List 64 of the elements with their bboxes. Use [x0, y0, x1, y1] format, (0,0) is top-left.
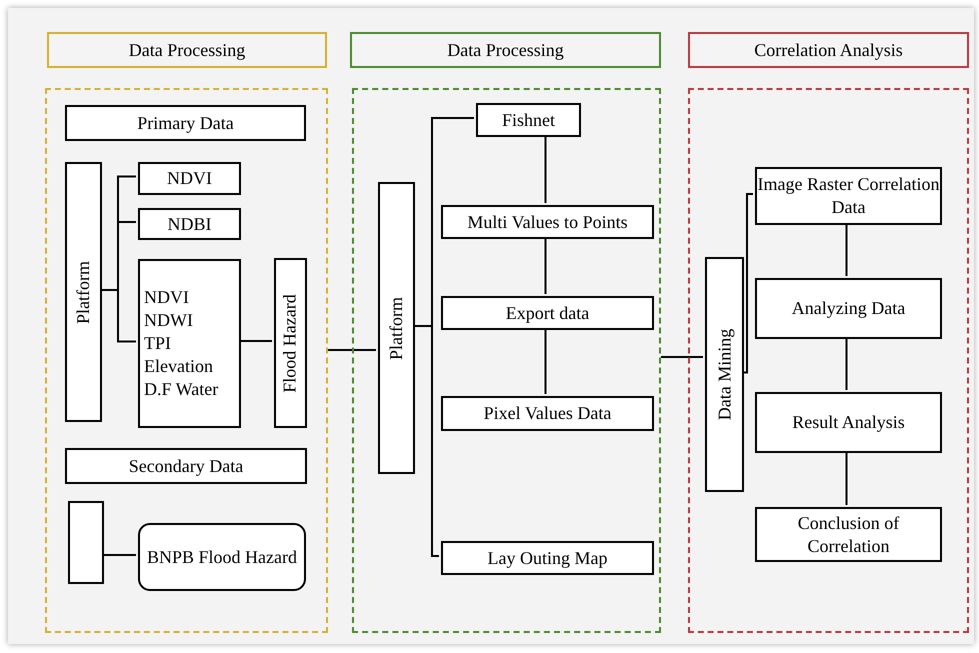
list-item: NDVI	[144, 286, 189, 309]
list-item: TPI	[144, 332, 171, 355]
dashed-panel	[688, 88, 969, 633]
process-box	[755, 392, 942, 453]
connector-line	[544, 237, 546, 294]
box-label: Analyzing Data	[792, 297, 906, 320]
process-box	[138, 208, 241, 240]
rounded-box	[138, 523, 306, 591]
process-box	[755, 167, 942, 225]
vertical-box	[378, 182, 415, 474]
process-box	[65, 105, 306, 141]
process-box	[755, 507, 942, 562]
box-label: Lay Outing Map	[488, 546, 608, 570]
section-header	[688, 32, 969, 68]
connector-line	[100, 289, 136, 342]
vertical-label: Platform	[72, 260, 94, 324]
process-box	[441, 296, 654, 330]
list-item: D.F Water	[144, 378, 218, 401]
box-label: BNPB Flood Hazard	[147, 546, 297, 568]
box-label: Data Processing	[128, 38, 246, 62]
box-label: Multi Values to Points	[467, 210, 628, 234]
box-label: Primary Data	[137, 112, 234, 134]
box-label: Result Analysis	[792, 411, 905, 434]
connector-line	[661, 356, 703, 358]
process-box	[441, 205, 654, 239]
dashed-panel	[352, 88, 661, 633]
process-box	[755, 278, 942, 339]
list-item: Elevation	[144, 355, 213, 378]
vertical-label: Flood Hazard	[279, 294, 301, 392]
list-item: NDWI	[144, 309, 193, 332]
box-label: NDVI	[167, 167, 212, 190]
process-box	[138, 162, 241, 195]
vertical-label: Data Mining	[713, 328, 736, 420]
connector-line	[846, 223, 848, 276]
box-label: NDBI	[168, 212, 212, 236]
process-box	[441, 396, 654, 431]
section-header	[47, 32, 327, 68]
process-box	[65, 448, 307, 484]
connector-line	[846, 337, 848, 390]
dashed-panel	[45, 88, 328, 633]
list-box	[138, 259, 241, 428]
vertical-box	[65, 162, 102, 422]
process-box	[476, 103, 581, 137]
box-label: Secondary Data	[128, 454, 244, 478]
connector-line	[544, 328, 546, 394]
box-label: Image Raster Correlation Data	[757, 173, 940, 219]
connector-line	[328, 349, 376, 351]
vertical-label: Platform	[385, 296, 407, 360]
process-box	[441, 541, 654, 575]
box-label: Pixel Values Data	[484, 402, 612, 425]
vertical-box	[705, 257, 744, 492]
box-label: Export data	[506, 302, 590, 324]
box-label: Conclusion of Correlation	[796, 512, 900, 558]
connector-line	[742, 193, 753, 374]
connector-line	[544, 135, 546, 203]
box-label: Data Processing	[447, 38, 564, 62]
vertical-box	[274, 258, 307, 428]
section-header	[350, 32, 661, 68]
connector-line	[846, 451, 848, 505]
box-label: Correlation Analysis	[754, 38, 903, 62]
connector-line	[239, 340, 272, 342]
vertical-box	[68, 501, 104, 584]
box-label: Fishnet	[502, 108, 555, 132]
connector-line	[102, 554, 136, 556]
